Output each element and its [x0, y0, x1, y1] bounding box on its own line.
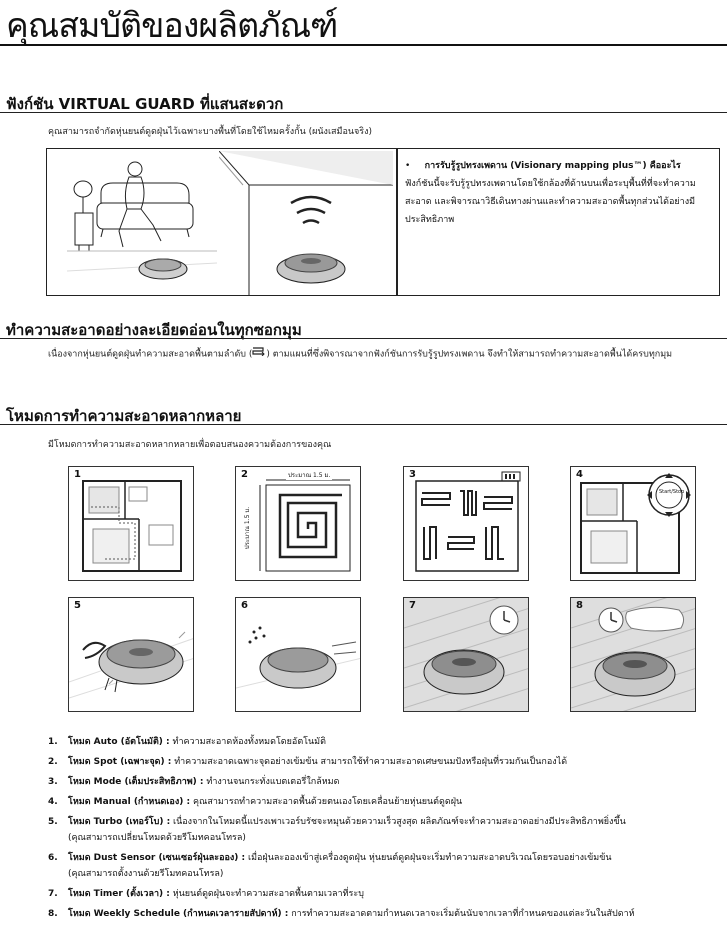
- item-number: 4.: [48, 797, 58, 807]
- virtual-guard-panel: • การรับรู้รูปทรงเพดาน (Visionary mappin…: [46, 148, 720, 296]
- item-number: 6.: [48, 853, 58, 863]
- spot-width-label: ประมาณ 1.5 ม.: [286, 470, 333, 480]
- figure-number: 3: [409, 469, 416, 480]
- thorough-clean-text-part1: เนื่องจากหุ่นยนต์ดูดฝุ่นทำความสะอาดพื้นต…: [48, 349, 253, 360]
- manual-floor-plan-illustration: [580, 473, 691, 574]
- list-item: 3. โหมด Mode (เต็มประสิทธิภาพ) : ทำงานจน…: [48, 774, 720, 790]
- spot-height-label: ประมาณ 1.5 ม.: [242, 504, 253, 552]
- mode-figure-turbo: 5: [68, 597, 194, 712]
- figure-number: 6: [241, 600, 248, 611]
- thorough-clean-heading: ทำความสะอาดอย่างละเอียดอ่อนในทุกซอกมุม: [6, 321, 302, 339]
- item-number: 1.: [48, 737, 58, 747]
- list-item: 5. โหมด Turbo (เทอร์โบ) : เนื่องจากในโหม…: [48, 814, 720, 846]
- visionary-mapping-text: ฟังก์ชันนี้จะรับรู้รูปทรงเพดานโดยใช้กล้อ…: [405, 179, 696, 225]
- list-item: 6. โหมด Dust Sensor (เซนเซอร์ฝุ่นละออง) …: [48, 850, 720, 882]
- item-name: โหมด Mode (เต็มประสิทธิภาพ) :: [68, 777, 204, 787]
- modes-heading: โหมดการทำความสะอาดหลากหลาย: [6, 407, 242, 425]
- item-description: การทำความสะอาดตามกำหนดเวลาจะเริ่มต้นนับจ…: [288, 909, 635, 919]
- figure-number: 5: [74, 600, 81, 611]
- turbo-robot-illustration: [69, 631, 193, 699]
- item-name: โหมด Weekly Schedule (กำหนดเวลารายสัปดาห…: [68, 909, 289, 919]
- mode-figure-dust-sensor: 6: [235, 597, 361, 712]
- item-name: โหมด Dust Sensor (เซนเซอร์ฝุ่นละออง) :: [68, 853, 246, 863]
- page-title: คุณสมบัติของผลิตภัณฑ์: [6, 6, 338, 46]
- item-name: โหมด Manual (กำหนดเอง) :: [68, 797, 191, 807]
- panel-divider: [396, 149, 398, 295]
- zigzag-path-icon: [252, 346, 266, 362]
- virtual-guard-intro: คุณสามารถจำกัดหุ่นยนต์ดูดฝุ่นไว้เฉพาะบาง…: [48, 127, 373, 137]
- list-item: 1. โหมด Auto (อัตโนมัติ) : ทำความสะอาดห้…: [48, 734, 720, 750]
- item-name: โหมด Timer (ตั้งเวลา) :: [68, 889, 170, 899]
- timer-robot-illustration: [404, 598, 528, 711]
- section-rule: [0, 338, 727, 339]
- virtual-guard-description: • การรับรู้รูปทรงเพดาน (Visionary mappin…: [405, 157, 710, 229]
- floor-plan-illustration: [82, 480, 182, 572]
- item-name: โหมด Auto (อัตโนมัติ) :: [68, 737, 170, 747]
- bullet-heading: • การรับรู้รูปทรงเพดาน (Visionary mappin…: [405, 161, 681, 171]
- thorough-clean-text-part2: ) ตามแผนที่ซึ่งพิจารณาจากฟังก์ชันการรับร…: [266, 349, 673, 360]
- spiral-path-illustration: [259, 479, 351, 572]
- item-number: 3.: [48, 777, 58, 787]
- item-description: เนื่องจากในโหมดนี้แปรงเพาเวอร์บรัชจะหมุน…: [170, 817, 626, 827]
- item-description: ทำความสะอาดเฉพาะจุดอย่างเข้มข้น สามารถใช…: [171, 757, 568, 767]
- item-number: 8.: [48, 909, 58, 919]
- item-description: ทำงานจนกระทั่งแบตเตอรี่ใกล้หมด: [203, 777, 340, 787]
- figure-number: 1: [74, 469, 81, 480]
- item-description: ทำความสะอาดห้องทั้งหมดโดยอัตโนมัติ: [169, 737, 326, 747]
- figure-number: 7: [409, 600, 416, 611]
- item-description: หุ่นยนต์ดูดฝุ่นจะทำความสะอาดพื้นตามเวลาท…: [169, 889, 364, 899]
- figure-number: 8: [576, 600, 583, 611]
- section-rule: [0, 112, 727, 113]
- item-description: คุณสามารถทำความสะอาดพื้นด้วยตนเองโดยเคลื…: [190, 797, 463, 807]
- mode-figure-spot: 2 ประมาณ 1.5 ม. ประมาณ 1.5 ม.: [235, 466, 361, 581]
- item-name: โหมด Spot (เฉพาะจุด) :: [68, 757, 172, 767]
- item-number: 2.: [48, 757, 58, 767]
- ceiling-mapping-illustration: [219, 151, 393, 295]
- mode-list: 1. โหมด Auto (อัตโนมัติ) : ทำความสะอาดห้…: [48, 734, 720, 926]
- mode-figure-timer: 7: [403, 597, 529, 712]
- figure-number: 4: [576, 469, 583, 480]
- title-rule: [0, 44, 727, 46]
- weekly-schedule-robot-illustration: [571, 598, 695, 711]
- item-number: 7.: [48, 889, 58, 899]
- item-description: เมื่อฝุ่นละอองเข้าสู่เครื่องดูดฝุ่น หุ่น…: [245, 853, 612, 863]
- start-stop-label: Start/Stop: [659, 489, 685, 495]
- mode-figure-manual: 4 Start/Stop: [570, 466, 696, 581]
- list-item: 8. โหมด Weekly Schedule (กำหนดเวลารายสัป…: [48, 906, 720, 922]
- figure-number: 2: [241, 469, 248, 480]
- full-floor-path-illustration: [415, 471, 521, 572]
- dust-sensor-robot-illustration: [236, 626, 360, 689]
- living-room-illustration: [67, 161, 217, 280]
- virtual-guard-heading: ฟังก์ชัน VIRTUAL GUARD ที่แสนสะดวก: [6, 95, 284, 113]
- list-item: 7. โหมด Timer (ตั้งเวลา) : หุ่นยนต์ดูดฝุ…: [48, 886, 720, 902]
- mode-figure-weekly-schedule: 8: [570, 597, 696, 712]
- modes-intro: มีโหมดการทำความสะอาดหลากหลายเพื่อตอบสนอง…: [48, 440, 332, 450]
- list-item: 4. โหมด Manual (กำหนดเอง) : คุณสามารถทำค…: [48, 794, 720, 810]
- visionary-mapping-title: การรับรู้รูปทรงเพดาน (Visionary mapping …: [424, 161, 681, 171]
- item-note: (คุณสามารถเปลี่ยนโหมดด้วยรีโมทคอนโทรล): [68, 833, 246, 843]
- item-number: 5.: [48, 817, 58, 827]
- mode-figure-auto: 1: [68, 466, 194, 581]
- thorough-clean-text: เนื่องจากหุ่นยนต์ดูดฝุ่นทำความสะอาดพื้นต…: [48, 346, 723, 363]
- item-name: โหมด Turbo (เทอร์โบ) :: [68, 817, 171, 827]
- section-rule: [0, 424, 727, 425]
- list-item: 2. โหมด Spot (เฉพาะจุด) : ทำความสะอาดเฉพ…: [48, 754, 720, 770]
- item-note: (คุณสามารถตั้งงานด้วยรีโมทคอนโทรล): [68, 869, 224, 879]
- mode-figure-max: 3: [403, 466, 529, 581]
